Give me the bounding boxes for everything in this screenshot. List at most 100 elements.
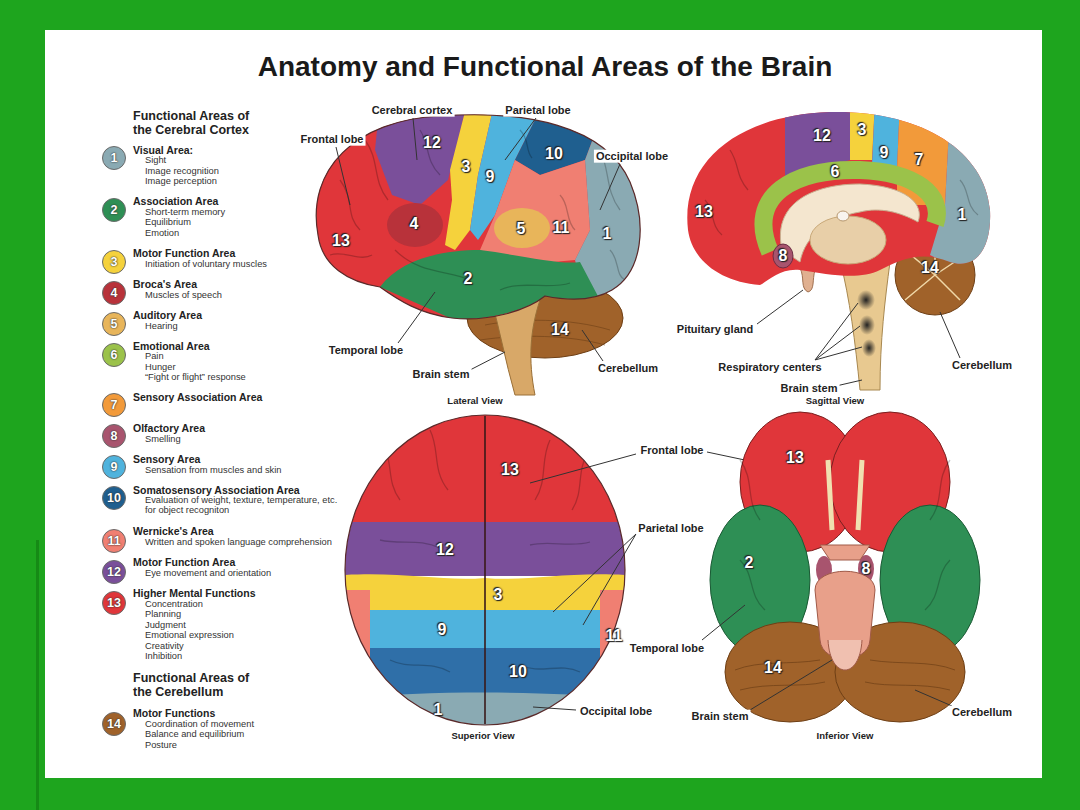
brain-region-shape [533,707,576,710]
diagram-title: Anatomy and Functional Areas of the Brai… [258,51,833,83]
brain-region-shape [583,534,636,625]
brain-region-shape [836,380,862,386]
brain-region-shape [413,118,417,160]
thalamus-shape [810,216,886,264]
legend-item: Smelling [145,434,181,445]
legend-heading: Broca's Area [133,278,197,290]
legend-heading: Olfactory Area [133,422,205,434]
part-label: Frontal lobe [299,133,366,146]
inferior-view [702,412,980,722]
superior-outline [345,415,625,725]
section-heading: Functional Areas of the Cerebral Cortex [133,110,268,137]
brain-region-shape [480,160,590,265]
callout-number: 1 [958,206,967,224]
brain-region-shape [330,590,370,690]
callout-number: 14 [551,321,569,339]
callout-number: 2 [464,270,473,288]
part-label: Temporal lobe [327,344,405,357]
olfactory-tracts [828,460,862,530]
brain-region-shape [757,290,803,324]
edge-stripe [36,540,39,810]
callout-number: 13 [695,203,713,221]
part-label: Cerebellum [596,362,660,375]
legend-number: 8 [111,429,118,443]
brain-region-shape [815,347,862,360]
legend-item: Creativity [145,641,184,652]
callout-number: 5 [517,220,526,238]
brain-region-shape [330,522,650,576]
view-label: Inferior View [815,731,876,742]
legend-number: 6 [111,348,118,362]
brain-region-shape [330,400,650,522]
part-label: Parietal lobe [503,104,572,117]
brain-region-shape [600,590,640,690]
part-label: Brain stem [411,368,472,381]
legend-item: Short-term memory [145,207,225,218]
brain-region-shape [330,130,625,290]
legend-number: 10 [107,491,121,505]
part-label: Occipital lobe [578,705,654,718]
legend-heading: Motor Functions [133,707,215,719]
callout-number: 13 [332,232,350,250]
sagittal-cortex [670,100,1010,300]
callout-number: 1 [603,225,612,243]
lateral-outline [316,115,640,319]
legend-item: Judgment [145,620,186,631]
callout-number: 9 [486,168,495,186]
leader-lines [336,118,620,370]
part-label: Parietal lobe [636,522,705,535]
sagittal-view [670,100,1010,390]
part-label: Respiratory centers [716,361,823,374]
legend-number: 11 [107,534,120,548]
callout-number: 12 [423,134,441,152]
part-label: Brain stem [779,382,840,395]
brain-region-shape [857,290,875,310]
legend-item: Posture [145,740,177,751]
part-label: Cerebral cortex [370,104,455,117]
legend-item: Concentration [145,599,203,610]
callout-number: 2 [745,554,754,572]
legend-number: 13 [107,596,121,610]
callout-number: 6 [831,163,840,181]
legend-item: Pain [145,351,164,362]
legend-heading: Motor Function Area [133,247,235,259]
brain-region-shape [872,100,900,170]
part-label: Temporal lobe [628,642,706,655]
legend-heading: Higher Mental Functions [133,587,256,599]
legend-item: Sensation from muscles and skin [145,465,281,476]
brain-region-shape [837,211,849,221]
brain-region-shape [530,454,636,483]
legend-heading: Auditory Area [133,309,202,321]
callout-number: 8 [862,560,871,578]
callout-number: 3 [858,121,867,139]
brain-region-shape [505,118,536,160]
part-label: Pituitary gland [675,323,755,336]
brain-region-shape [470,352,505,370]
legend-item: Inhibition [145,651,182,662]
brain-region-shape [670,100,1010,300]
legend-heading: Emotional Area [133,340,210,352]
superior-cortex [330,400,650,740]
brain-region-shape [553,534,636,612]
legend-item: Sight [145,155,166,166]
brain-region-shape [336,147,350,205]
brain-region-shape [828,640,862,670]
callout-number: 10 [509,663,527,681]
brain-region-shape [702,605,745,640]
legend-item: Written and spoken language comprehensio… [145,537,332,548]
part-label: Occipital lobe [594,150,670,163]
legend-heading: Wernicke's Area [133,525,214,537]
brain-region-shape [815,303,858,360]
legend-number: 1 [111,151,118,165]
brain-stem-shape [840,260,890,390]
callout-number: 7 [915,151,924,169]
brain-region-shape [600,164,620,210]
legend-item: Initiation of voluntary muscles [145,259,267,270]
legend-item: Evaluation of weight, texture, temperatu… [145,495,341,516]
brain-region-shape [750,660,832,710]
legend-number: 2 [111,203,118,217]
legend-heading: Sensory Association Area [133,391,262,403]
brain-region-shape [862,339,876,357]
legend-number: 9 [111,460,118,474]
legend-item: Hearing [145,321,178,332]
